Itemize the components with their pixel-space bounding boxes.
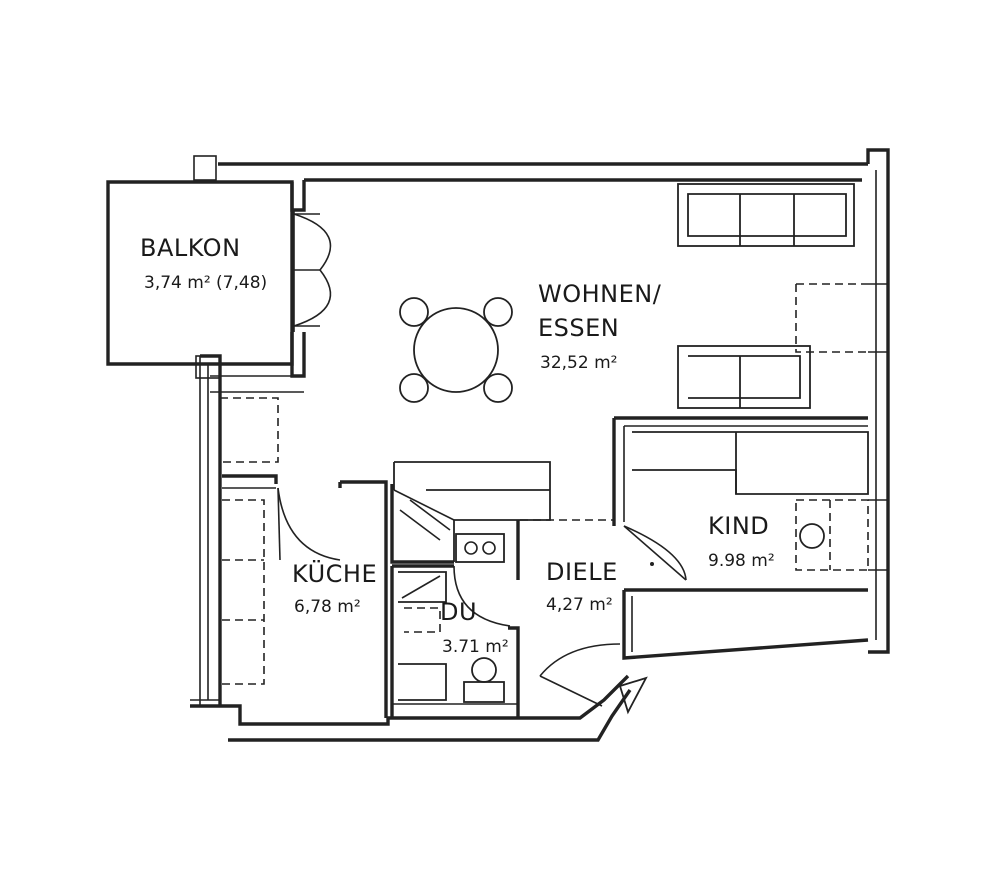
room-area-diele: 4,27 m² — [546, 595, 613, 615]
room-area-du: 3.71 m² — [442, 637, 509, 657]
label-kueche: KÜCHE 6,78 m² — [292, 559, 377, 617]
sofa-top — [677, 183, 855, 247]
kind-desk — [795, 499, 869, 571]
outer-walls — [190, 148, 890, 742]
room-name-kueche: KÜCHE — [292, 559, 377, 588]
label-balkon: BALKON 3,74 m² (7,48) — [140, 234, 267, 293]
entrance-triangle-icon — [618, 676, 648, 715]
kitchen-door[interactable] — [277, 487, 341, 561]
sofa-middle — [677, 345, 811, 409]
right-dashed-shelf — [795, 283, 868, 353]
room-area-kueche: 6,78 m² — [294, 597, 361, 617]
entrance-door[interactable] — [539, 643, 621, 707]
label-diele: DIELE 4,27 m² — [546, 558, 618, 615]
room-name-diele: DIELE — [546, 558, 618, 586]
kitchen-unit — [393, 461, 551, 562]
dining-table-icon — [399, 297, 513, 403]
room-area-kind: 9.98 m² — [708, 551, 775, 571]
room-name-balkon: BALKON — [140, 234, 241, 262]
balkon-area — [106, 180, 294, 379]
label-du: DU 3.71 m² — [440, 598, 509, 657]
kitchen-counter — [222, 499, 265, 685]
shower — [398, 571, 447, 633]
toilet-icon — [463, 657, 505, 703]
label-kind: KIND 9.98 m² — [708, 512, 775, 571]
kind-door[interactable] — [623, 525, 687, 581]
interior-walls — [220, 397, 869, 718]
kind-bed — [632, 431, 869, 495]
stove-icon — [455, 533, 505, 563]
room-area-wohnen: 32,52 m² — [540, 353, 617, 373]
room-name-kind: KIND — [708, 512, 769, 540]
wash-basin — [398, 663, 447, 701]
bathroom-door[interactable] — [453, 565, 511, 627]
room-name-wohnen-line2: ESSEN — [538, 314, 619, 342]
label-wohnen: WOHNEN/ ESSEN 32,52 m² — [538, 280, 662, 373]
room-name-wohnen-line1: WOHNEN/ — [538, 280, 662, 308]
room-area-balkon: 3,74 m² (7,48) — [144, 273, 267, 293]
room-name-du: DU — [440, 598, 477, 626]
balcony-door[interactable] — [293, 213, 332, 327]
